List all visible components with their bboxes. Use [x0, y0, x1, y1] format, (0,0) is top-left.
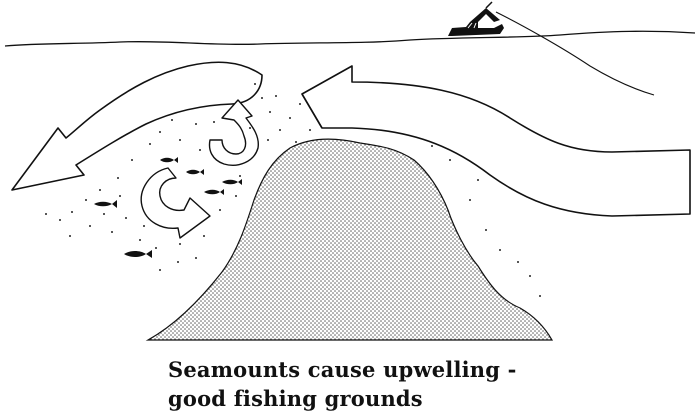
fishing-boat-icon: [448, 2, 504, 36]
fishing-line: [496, 12, 654, 95]
sea-surface-line: [5, 31, 695, 46]
diagram-caption: Seamounts cause upwelling - good fishing…: [168, 355, 688, 413]
upwelling-swirl-upper: [210, 100, 259, 165]
outgoing-current-arrow: [12, 62, 262, 190]
caption-line-2: good fishing grounds: [168, 384, 688, 413]
caption-line-1: Seamounts cause upwelling -: [168, 355, 688, 384]
upwelling-swirl-lower: [141, 168, 210, 238]
